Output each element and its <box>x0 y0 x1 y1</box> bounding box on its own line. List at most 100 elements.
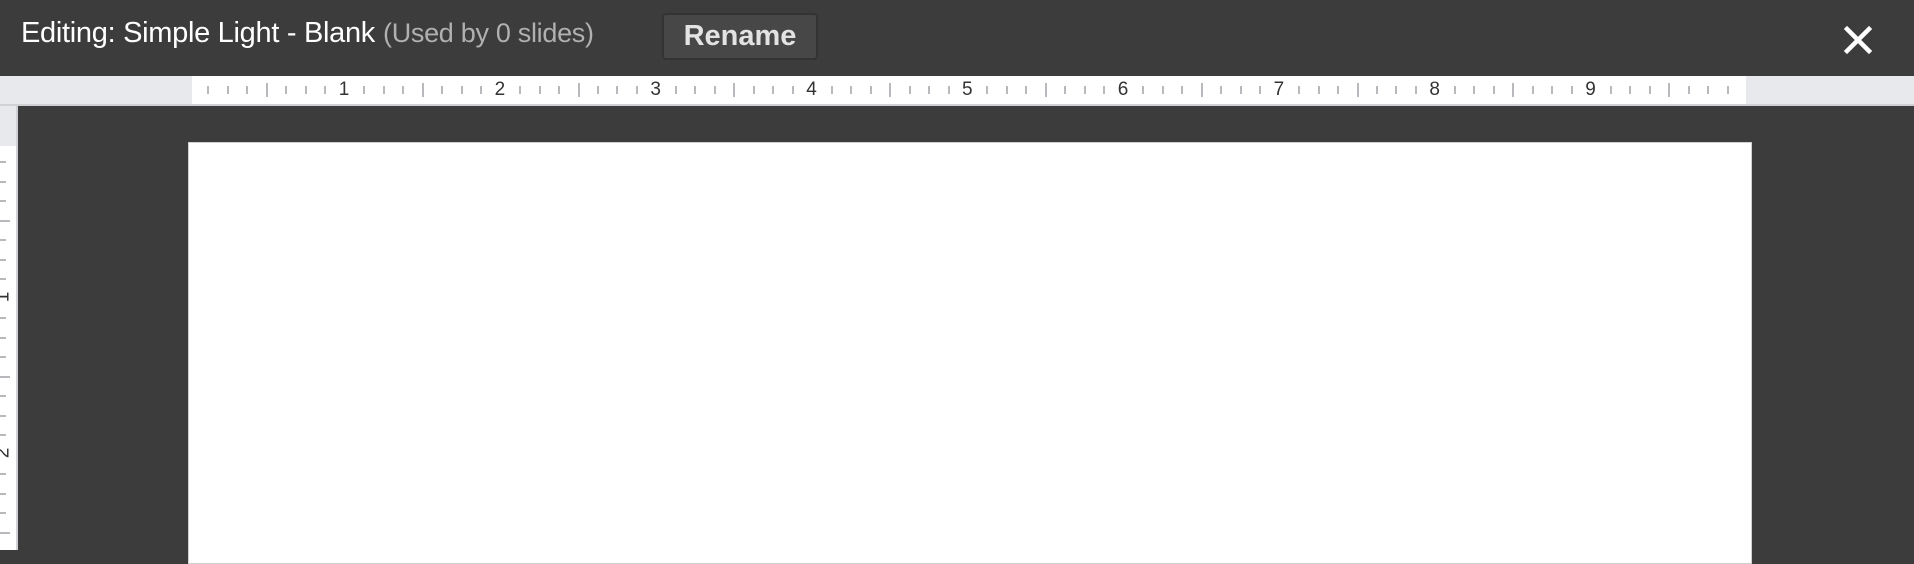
ruler-tick <box>1025 86 1028 94</box>
ruler-tick <box>1005 86 1008 94</box>
ruler-tick <box>1726 86 1729 94</box>
ruler-tick <box>0 356 6 359</box>
ruler-tick <box>0 512 6 515</box>
ruler-tick <box>0 317 6 320</box>
ruler-tick <box>402 86 405 94</box>
ruler-tick <box>694 86 697 94</box>
ruler-tick <box>558 86 561 94</box>
ruler-tick <box>674 86 677 94</box>
ruler-label: 2 <box>0 447 14 458</box>
ruler-tick <box>616 86 619 94</box>
ruler-tick <box>0 473 6 476</box>
usage-count: (Used by 0 slides) <box>383 18 594 48</box>
close-button[interactable] <box>1840 22 1876 58</box>
ruler-tick <box>421 83 424 97</box>
ruler-tick <box>1220 86 1223 94</box>
ruler-tick <box>596 86 599 94</box>
ruler-tick <box>0 200 6 203</box>
ruler-tick <box>1512 83 1515 97</box>
ruler-tick <box>1453 86 1456 94</box>
ruler-tick <box>246 86 249 94</box>
ruler-tick <box>538 86 541 94</box>
ruler-tick <box>1648 86 1651 94</box>
ruler-tick <box>0 492 6 495</box>
ruler-tick <box>928 86 931 94</box>
ruler-tick <box>519 86 522 94</box>
ruler-tick <box>791 86 794 94</box>
ruler-tick <box>1103 86 1106 94</box>
ruler-tick <box>304 86 307 94</box>
ruler-label: 4 <box>806 79 817 100</box>
ruler-tick <box>752 86 755 94</box>
ruler-label: 3 <box>650 79 661 100</box>
ruler-tick <box>1200 83 1203 97</box>
ruler-tick <box>1239 86 1242 94</box>
ruler-tick <box>363 86 366 94</box>
ruler-tick <box>1551 86 1554 94</box>
ruler-tick <box>869 86 872 94</box>
layout-title: Editing: Simple Light - Blank (Used by 0 … <box>21 17 594 50</box>
ruler-label: 5 <box>962 79 973 100</box>
ruler-tick <box>1668 83 1671 97</box>
ruler-tick <box>1083 86 1086 94</box>
slide-canvas[interactable] <box>188 142 1752 564</box>
ruler-label: 1 <box>338 79 350 100</box>
ruler-tick <box>1629 86 1632 94</box>
ruler-tick <box>908 86 911 94</box>
ruler-tick <box>850 86 853 94</box>
close-icon <box>1843 25 1873 55</box>
vertical-ruler[interactable]: 12 <box>0 106 18 550</box>
ruler-tick <box>986 86 989 94</box>
ruler-tick <box>460 86 463 94</box>
ruler-tick <box>0 531 10 534</box>
ruler-tick <box>1337 86 1340 94</box>
layout-name: Editing: Simple Light - Blank <box>21 17 375 49</box>
ruler-tick <box>441 86 444 94</box>
ruler-tick <box>1298 86 1301 94</box>
ruler-tick <box>1609 86 1612 94</box>
ruler-tick <box>889 83 892 97</box>
ruler-tick <box>947 86 950 94</box>
ruler-tick <box>324 86 327 94</box>
ruler-tick <box>1317 86 1320 94</box>
ruler-tick <box>0 239 6 242</box>
ruler-tick <box>265 83 268 97</box>
ruler-tick <box>830 86 833 94</box>
ruler-tick <box>226 86 229 94</box>
ruler-tick <box>0 414 6 417</box>
ruler-tick <box>382 86 385 94</box>
ruler-label: 1 <box>0 292 14 303</box>
ruler-tick <box>772 86 775 94</box>
ruler-tick <box>1492 86 1495 94</box>
ruler-label: 2 <box>494 79 506 100</box>
ruler-tick <box>733 83 736 97</box>
ruler-tick <box>0 336 6 339</box>
editor-header: Editing: Simple Light - Blank (Used by 0 … <box>0 0 1914 74</box>
ruler-tick <box>1259 86 1262 94</box>
ruler-tick <box>285 86 288 94</box>
ruler-label: 9 <box>1585 79 1596 100</box>
ruler-label: 8 <box>1429 79 1440 100</box>
ruler-tick <box>713 86 716 94</box>
ruler-page-area: 12 <box>0 146 16 550</box>
rename-button[interactable]: Rename <box>662 13 818 60</box>
ruler-tick <box>0 161 6 164</box>
ruler-label: 6 <box>1117 79 1129 100</box>
ruler-tick <box>577 83 580 97</box>
ruler-tick <box>0 434 6 437</box>
ruler-tick <box>0 258 6 261</box>
ruler-tick <box>1044 83 1047 97</box>
ruler-tick <box>1414 86 1417 94</box>
ruler-tick <box>480 86 483 94</box>
ruler-tick <box>1531 86 1534 94</box>
ruler-tick <box>1375 86 1378 94</box>
ruler-tick <box>207 86 210 94</box>
ruler-tick <box>1356 83 1359 97</box>
ruler-tick <box>1707 86 1710 94</box>
ruler-tick <box>1395 86 1398 94</box>
ruler-tick <box>0 395 6 398</box>
ruler-tick <box>1161 86 1164 94</box>
ruler-tick <box>0 278 6 281</box>
